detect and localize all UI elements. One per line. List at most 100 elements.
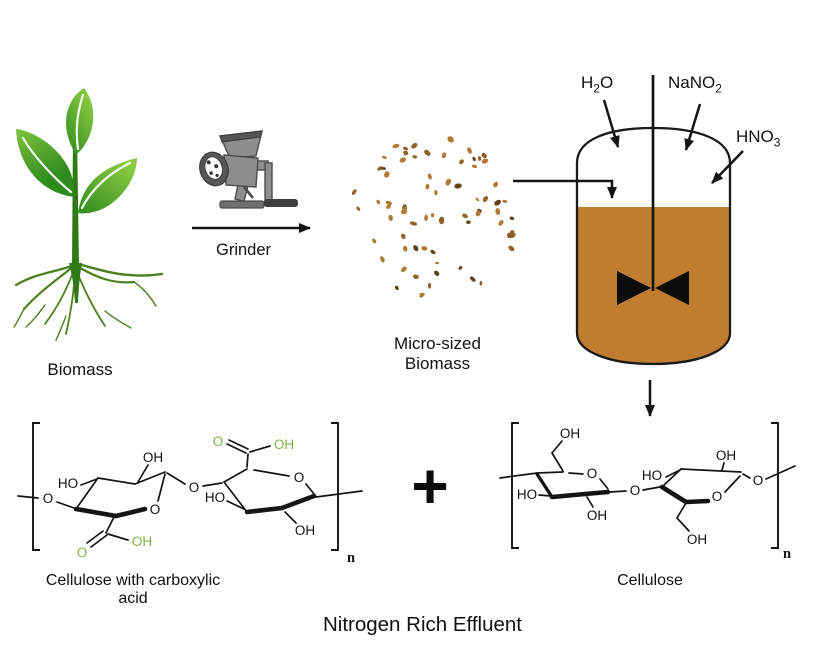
biomass-particle xyxy=(494,199,501,206)
biomass-particle xyxy=(447,136,454,143)
cellulose-carboxylic-structure: n O O HO OH O OH O xyxy=(17,422,363,566)
svg-text:O: O xyxy=(753,473,764,488)
nano2-pre: NaNO xyxy=(668,73,716,92)
right-structure-caption: Cellulose xyxy=(617,572,683,589)
biomass-particle xyxy=(402,146,409,151)
hno3-label: HNO3 xyxy=(736,127,780,149)
plant-roots xyxy=(13,261,164,341)
svg-text:O: O xyxy=(712,489,723,504)
biomass-particle xyxy=(438,216,445,225)
biomass-particle xyxy=(351,189,357,195)
plus-sign: + xyxy=(411,450,449,522)
biomass-particle xyxy=(384,171,390,178)
biomass-label: Biomass xyxy=(47,360,113,379)
biomass-to-reactor-arrow xyxy=(513,179,617,199)
svg-text:O: O xyxy=(213,434,224,449)
right-bracket xyxy=(771,422,779,549)
impeller-icon xyxy=(617,271,689,305)
biomass-particle xyxy=(471,164,478,169)
biomass-particle xyxy=(385,200,392,205)
biomass-particle xyxy=(430,213,435,218)
biomass-particle xyxy=(395,285,399,291)
biomass-particle xyxy=(454,183,462,189)
biomass-particle xyxy=(376,199,381,205)
svg-text:O: O xyxy=(77,545,88,560)
biomass-particle xyxy=(401,233,406,240)
repeat-subscript: n xyxy=(783,546,791,562)
svg-text:OH: OH xyxy=(295,523,315,538)
biomass-particle xyxy=(469,276,476,282)
micro-biomass-dots xyxy=(351,136,516,298)
left-structure-caption: Cellulose with carboxylic acid xyxy=(45,572,221,607)
nano2-arrow xyxy=(684,103,702,151)
biomass-particle xyxy=(493,181,499,188)
biomass-particle xyxy=(413,245,419,252)
biomass-particle xyxy=(434,190,438,196)
biomass-particle xyxy=(409,221,418,226)
nano2-sub: 2 xyxy=(715,81,722,96)
biomass-particle xyxy=(392,143,400,149)
biomass-particle xyxy=(498,220,504,226)
biomass-particle xyxy=(372,238,377,244)
biomass-particle xyxy=(425,183,430,190)
svg-text:O: O xyxy=(43,491,54,506)
biomass-particle xyxy=(475,210,481,217)
biomass-particle xyxy=(412,274,419,279)
biomass-particle xyxy=(508,245,515,252)
biomass-particle xyxy=(479,280,483,286)
biomass-particle xyxy=(399,157,407,163)
biomass-particle xyxy=(421,246,428,251)
svg-text:HO: HO xyxy=(205,490,225,505)
biomass-particle xyxy=(381,167,386,170)
biomass-particle xyxy=(462,213,468,219)
glycosidic-oxygen: O xyxy=(630,483,641,498)
micro-biomass-label: Micro-sized Biomass xyxy=(355,334,520,374)
h2o-post: O xyxy=(599,73,614,92)
sugar-ring-1: O O HO OH O OH xyxy=(17,450,166,560)
biomass-particle xyxy=(510,230,515,234)
left-bracket xyxy=(511,422,519,549)
repeat-subscript: n xyxy=(347,550,355,566)
biomass-particle xyxy=(380,256,385,263)
biomass-particle xyxy=(495,208,501,215)
biomass-particle xyxy=(459,159,464,165)
svg-text:OH: OH xyxy=(143,450,163,465)
biomass-particle xyxy=(388,214,393,221)
biomass-particle xyxy=(502,199,508,203)
svg-text:OH: OH xyxy=(716,448,736,463)
sugar-ring-1: O OH HO OH xyxy=(499,426,611,523)
right-bracket xyxy=(331,422,339,551)
biomass-particle xyxy=(427,173,432,180)
biomass-particle xyxy=(356,206,361,211)
biomass-particle xyxy=(509,232,516,239)
hno3-sub: 3 xyxy=(773,135,781,150)
biomass-particle xyxy=(434,270,440,276)
biomass-particle xyxy=(381,155,387,159)
biomass-particle xyxy=(467,147,472,154)
svg-text:HO: HO xyxy=(642,468,662,483)
biomass-particle xyxy=(434,261,440,265)
sugar-ring-2: O HO OH O OH xyxy=(205,434,363,538)
h2o-arrow xyxy=(602,99,620,148)
svg-text:HO: HO xyxy=(58,476,78,491)
biomass-particle xyxy=(509,216,515,221)
hno3-pre: HNO xyxy=(736,127,774,146)
h2o-sub: 2 xyxy=(593,81,600,96)
biomass-particle xyxy=(445,178,452,186)
biomass-particle xyxy=(481,152,487,159)
sugar-ring-2: O HO OH O OH xyxy=(642,448,796,547)
biomass-particle xyxy=(481,158,489,164)
biomass-particle xyxy=(402,245,408,252)
biomass-particle xyxy=(458,266,463,270)
biomass-particle xyxy=(482,196,489,202)
h2o-pre: H xyxy=(581,73,594,92)
biomass-particle xyxy=(424,214,429,221)
biomass-particle xyxy=(411,143,418,149)
svg-text:OH: OH xyxy=(687,532,707,547)
svg-text:OH: OH xyxy=(132,534,152,549)
biomass-particle xyxy=(427,282,432,289)
cellulose-structure: n O OH HO OH O O xyxy=(499,422,796,562)
biomass-particle xyxy=(466,220,471,224)
